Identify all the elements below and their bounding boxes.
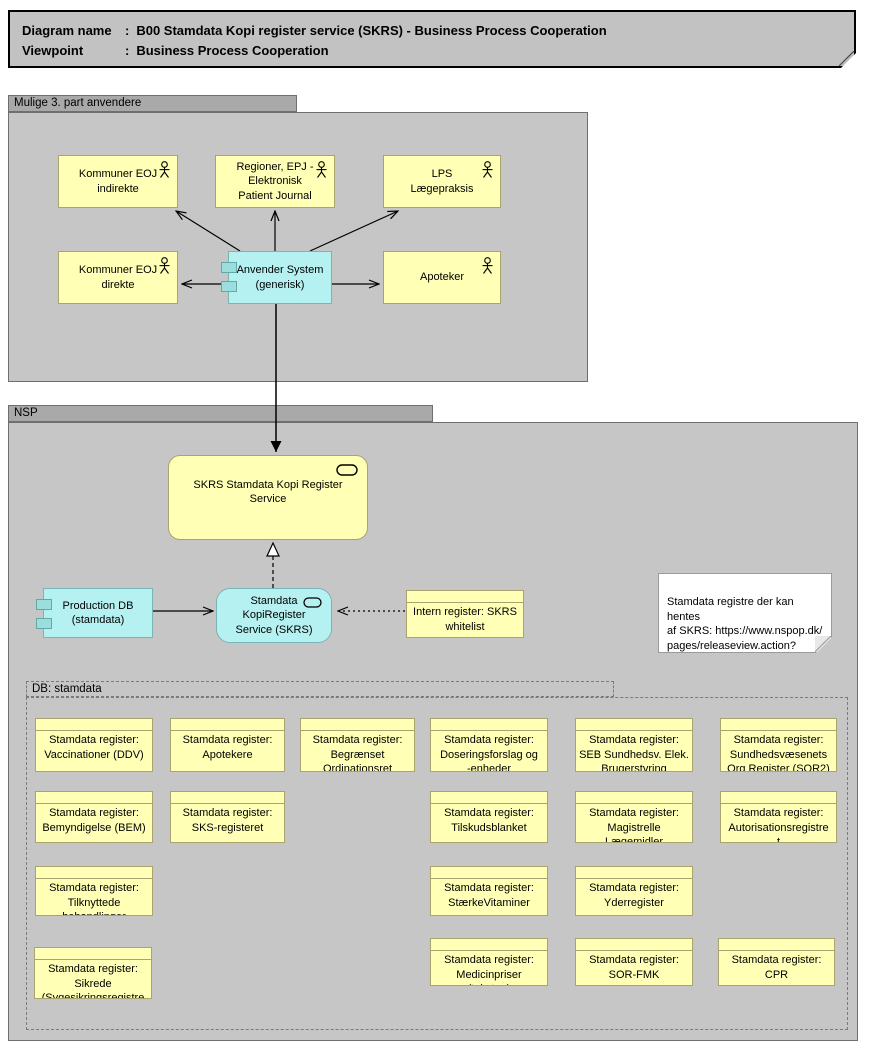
stamdata-register-box[interactable]: Stamdata register: Begrænset Ordinations…	[300, 718, 415, 772]
component-anvender-system[interactable]: Anvender System (generisk)	[221, 251, 332, 304]
group-title-db-stamdata: DB: stamdata	[32, 683, 102, 695]
stamdata-register-box[interactable]: Stamdata register: SOR-FMK	[575, 938, 693, 986]
actor-lps-laegepraksis[interactable]: LPS Lægepraksis	[383, 155, 501, 208]
stamdata-register-box[interactable]: Stamdata register: SEB Sundhedsv. Elek. …	[575, 718, 693, 772]
service-stamdata-kopiregister[interactable]: Stamdata KopiRegister Service (SKRS)	[216, 588, 332, 643]
actor-label: Regioner, EPJ - Elektronisk Patient Jour…	[236, 160, 314, 202]
stamdata-register-box[interactable]: Stamdata register: Vaccinationer (DDV)	[35, 718, 153, 772]
stamdata-register-box[interactable]: Stamdata register: Doseringsforslag og -…	[430, 718, 548, 772]
stamdata-register-box[interactable]: Stamdata register: Medicinpriser (takste…	[430, 938, 548, 986]
stamdata-register-box[interactable]: Stamdata register: Tilknyttede behandlin…	[35, 866, 153, 916]
actor-kommuner-eoj-direkte[interactable]: Kommuner EOJ direkte	[58, 251, 178, 304]
service-icon	[303, 597, 322, 608]
diagram-title-text: Diagram name:B00 Stamdata Kopi register …	[10, 12, 854, 61]
actor-apoteker[interactable]: Apoteker	[383, 251, 501, 304]
component-icon	[36, 618, 52, 629]
group-title-nsp: NSP	[14, 407, 38, 419]
stamdata-register-box[interactable]: Stamdata register: Tilskudsblanket	[430, 791, 548, 843]
register-label: Stamdata register: Sundhedsvæsenets Org …	[727, 734, 830, 772]
register-label: Stamdata register: Tilskudsblanket	[444, 807, 534, 834]
actor-kommuner-eoj-indirekte[interactable]: Kommuner EOJ indirekte	[58, 155, 178, 208]
register-label: Stamdata register: Tilknyttede behandlin…	[49, 882, 139, 915]
note-stamdata-registre-link[interactable]: Stamdata registre der kan hentes af SKRS…	[658, 573, 832, 653]
service-label: SKRS Stamdata Kopi Register Service	[193, 478, 343, 506]
diagram-title-note[interactable]: Diagram name:B00 Stamdata Kopi register …	[8, 10, 856, 68]
viewpoint-row: Viewpoint:Business Process Cooperation	[22, 41, 854, 61]
component-label: Anvender System (generisk)	[236, 264, 324, 291]
business-object-intern-register[interactable]: Intern register: SKRS whitelist	[406, 590, 524, 638]
register-label: Stamdata register: Doseringsforslag og -…	[440, 734, 538, 772]
diagram-name-value: B00 Stamdata Kopi register service (SKRS…	[136, 23, 607, 38]
stamdata-register-box[interactable]: Stamdata register: CPR	[718, 938, 835, 986]
register-label: Stamdata register: CPR	[731, 954, 822, 981]
register-label: Stamdata register: Magistrelle Lægemidle…	[589, 807, 679, 843]
actor-label: LPS Lægepraksis	[410, 168, 474, 195]
actor-label: Apoteker	[419, 271, 465, 284]
stamdata-register-box[interactable]: Stamdata register: StærkeVitaminer	[430, 866, 548, 916]
component-production-db[interactable]: Production DB (stamdata)	[36, 588, 153, 638]
stamdata-register-box[interactable]: Stamdata register: Yderregister	[575, 866, 693, 916]
actor-icon	[159, 161, 170, 178]
register-label: Stamdata register: Bemyndigelse (BEM)	[42, 807, 146, 834]
viewpoint-value: Business Process Cooperation	[136, 43, 329, 58]
component-icon	[36, 599, 52, 610]
register-label: Stamdata register: Autorisationsregistre…	[728, 807, 829, 843]
actor-icon	[159, 257, 170, 274]
stamdata-register-box[interactable]: Stamdata register: Apotekere	[170, 718, 285, 772]
actor-label: Kommuner EOJ direkte	[78, 264, 158, 291]
register-label: Stamdata register: Sikrede (Sygesikrings…	[41, 963, 145, 999]
diagram-name-row: Diagram name:B00 Stamdata Kopi register …	[22, 21, 854, 41]
actor-icon	[316, 161, 327, 178]
component-icon	[221, 262, 237, 273]
register-label: Stamdata register: StærkeVitaminer	[444, 882, 534, 909]
group-body-db-stamdata[interactable]	[26, 697, 848, 1030]
register-label: Stamdata register: Apotekere	[182, 734, 273, 761]
group-tab-nsp[interactable]: NSP	[8, 405, 433, 422]
business-object-label: Intern register: SKRS whitelist	[413, 606, 517, 633]
register-label: Stamdata register: SEB Sundhedsv. Elek. …	[579, 734, 689, 772]
register-label: Stamdata register: Begrænset Ordinations…	[312, 734, 403, 772]
group-title-third-party: Mulige 3. part anvendere	[14, 97, 142, 109]
group-tab-third-party[interactable]: Mulige 3. part anvendere	[8, 95, 297, 112]
actor-label: Kommuner EOJ indirekte	[78, 168, 158, 195]
service-label: Stamdata KopiRegister Service (SKRS)	[235, 594, 313, 636]
actor-regioner-epj[interactable]: Regioner, EPJ - Elektronisk Patient Jour…	[215, 155, 335, 208]
stamdata-register-box[interactable]: Stamdata register: Magistrelle Lægemidle…	[575, 791, 693, 843]
register-label: Stamdata register: Yderregister	[589, 882, 679, 909]
stamdata-register-box[interactable]: Stamdata register: Bemyndigelse (BEM)	[35, 791, 153, 843]
service-icon	[336, 464, 358, 476]
stamdata-register-box[interactable]: Stamdata register: Sikrede (Sygesikrings…	[34, 947, 152, 999]
group-tab-db-stamdata[interactable]: DB: stamdata	[26, 681, 614, 697]
actor-icon	[482, 161, 493, 178]
actor-icon	[482, 257, 493, 274]
stamdata-register-box[interactable]: Stamdata register: Autorisationsregistre…	[720, 791, 837, 843]
component-label: Production DB (stamdata)	[62, 599, 134, 627]
component-icon	[221, 281, 237, 292]
register-label: Stamdata register: Vaccinationer (DDV)	[44, 734, 144, 761]
diagram-name-label: Diagram name	[22, 23, 112, 38]
stamdata-register-box[interactable]: Stamdata register: Sundhedsvæsenets Org …	[720, 718, 837, 772]
register-label: Stamdata register: Medicinpriser (takste…	[444, 954, 534, 985]
stamdata-register-box[interactable]: Stamdata register: SKS-registeret	[170, 791, 285, 843]
service-skrs-stamdata-kopi-register[interactable]: SKRS Stamdata Kopi Register Service	[168, 455, 368, 540]
viewpoint-label: Viewpoint	[22, 43, 84, 58]
group-body-third-party[interactable]	[8, 112, 588, 382]
register-label: Stamdata register: SKS-registeret	[182, 807, 273, 834]
register-label: Stamdata register: SOR-FMK	[589, 954, 679, 981]
